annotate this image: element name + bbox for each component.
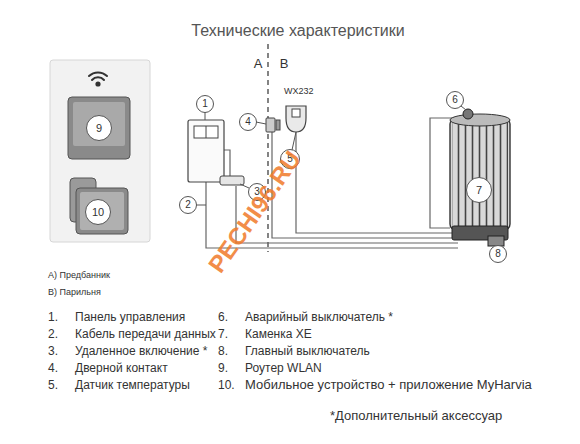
zone-letter: B bbox=[280, 57, 289, 72]
tablet bbox=[76, 188, 128, 234]
callout-number: 9 bbox=[96, 123, 102, 134]
watermark: PECHI96.RU bbox=[203, 146, 307, 278]
stove-cage bbox=[452, 120, 508, 228]
callout-number: 10 bbox=[92, 207, 104, 218]
list-item: Роутер WLAN bbox=[245, 362, 322, 376]
list-item: Дверной контакт bbox=[75, 362, 168, 376]
list-item: Аварийный выключатель * bbox=[245, 311, 393, 325]
footnote: *Дополнительный аксессуар bbox=[330, 409, 502, 424]
callout-circle: 10 bbox=[85, 199, 111, 225]
list-number: 3. bbox=[48, 345, 58, 359]
list-number: 5. bbox=[48, 379, 58, 393]
zone-key: B) Парильня bbox=[48, 287, 101, 297]
stove-stones bbox=[450, 114, 510, 126]
list-number: 1. bbox=[48, 311, 58, 325]
router-box bbox=[68, 97, 130, 159]
door-magnet bbox=[276, 120, 280, 130]
callout-number: 7 bbox=[476, 185, 482, 196]
tablet-screen bbox=[80, 192, 124, 230]
callout-circle: 8 bbox=[489, 245, 507, 263]
callout-circle: 6 bbox=[446, 91, 464, 109]
list-number: 8. bbox=[218, 345, 228, 359]
emergency-switch bbox=[463, 109, 473, 119]
sensor-face bbox=[292, 109, 300, 117]
callout-circle: 7 bbox=[466, 177, 492, 203]
zone-letter: A bbox=[254, 57, 263, 72]
callout-number: 6 bbox=[452, 95, 458, 105]
list-item: Панель управления bbox=[75, 311, 185, 325]
router-face bbox=[73, 102, 125, 146]
control-display bbox=[194, 126, 218, 138]
list-number: 2. bbox=[48, 328, 58, 342]
list-number: 6. bbox=[218, 311, 228, 325]
temperature-sensor bbox=[286, 106, 306, 132]
device-panel bbox=[50, 60, 150, 242]
callout-number: 4 bbox=[245, 117, 251, 127]
list-item: Мобильное устройство + приложение MyHarv… bbox=[245, 378, 532, 393]
list-item: Каменка XE bbox=[245, 328, 312, 342]
callout-circle: 4 bbox=[239, 113, 257, 131]
zone-key: A) Предбанник bbox=[48, 270, 110, 280]
callout-number: 1 bbox=[202, 99, 208, 109]
page-title: Технические характеристики bbox=[191, 22, 405, 40]
list-number: 4. bbox=[48, 362, 58, 376]
callout-number: 8 bbox=[495, 249, 501, 259]
model-name: WX232 bbox=[284, 86, 314, 96]
list-item: Кабель передачи данных bbox=[75, 328, 216, 342]
wifi-icon bbox=[89, 72, 107, 85]
callout-circle: 9 bbox=[86, 115, 112, 141]
list-item: Датчик температуры bbox=[75, 379, 190, 393]
list-item: Главный выключатель bbox=[245, 345, 370, 359]
list-number: 9. bbox=[218, 362, 228, 376]
list-item: Удаленное включение * bbox=[75, 345, 207, 359]
list-number: 10. bbox=[218, 379, 235, 393]
stove-body bbox=[450, 118, 510, 230]
callout-circle: 1 bbox=[196, 95, 214, 113]
door-contact bbox=[266, 118, 275, 132]
list-number: 7. bbox=[218, 328, 228, 342]
zone-divider bbox=[267, 44, 268, 252]
display-split bbox=[206, 126, 207, 138]
callout-circle: 2 bbox=[179, 196, 197, 214]
callout-number: 2 bbox=[185, 200, 191, 210]
control-panel bbox=[188, 120, 224, 182]
